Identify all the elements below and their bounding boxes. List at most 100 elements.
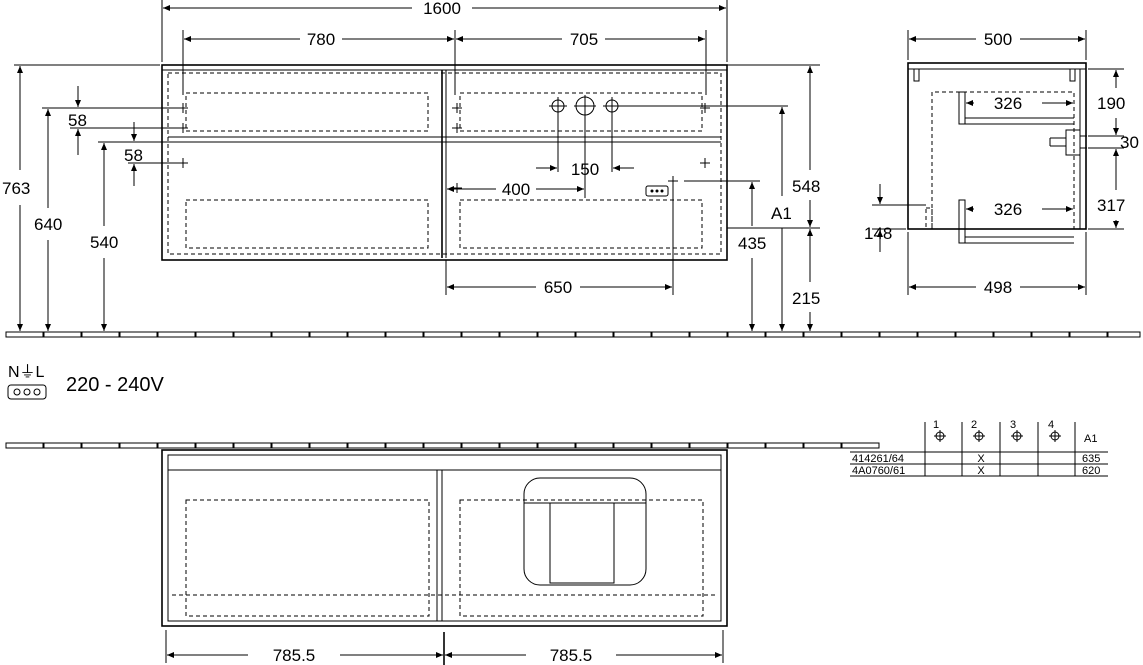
floor-segment (461, 331, 500, 338)
socket-icon (7, 384, 47, 400)
dim-height-548: 548 (792, 177, 820, 196)
front-cabinet-outline (161, 64, 728, 261)
floor-segment (575, 331, 614, 338)
floor-segment (119, 331, 158, 338)
floor-segment (499, 331, 538, 338)
dim-height-540: 540 (90, 233, 118, 252)
side-cabinet-outline (907, 62, 1087, 230)
table-col-1: 1 (933, 419, 939, 431)
table-col-a1: A1 (1084, 433, 1097, 445)
front-view: 1600 780 705 763 640 540 58 58 150 400 6… (2, 0, 820, 331)
dim-height-215: 215 (792, 289, 820, 308)
floor-line (5, 331, 1141, 338)
voltage-label: 220 - 240V (66, 374, 165, 396)
dim-depth-top: 500 (984, 30, 1012, 49)
floor-segment (727, 442, 766, 449)
pipe-connection-icon (549, 95, 621, 117)
electrical-info: N⏚L 220 - 240V (7, 363, 165, 400)
floor-segment (1069, 331, 1108, 338)
dim-height-148: 148 (864, 224, 892, 243)
table-col-2: 2 (971, 419, 977, 431)
dim-height-640: 640 (34, 215, 62, 234)
floor-segment (727, 331, 766, 338)
dim-pipe-spacing: 150 (571, 160, 599, 179)
wall-line (5, 442, 880, 449)
floor-segment (195, 331, 234, 338)
table-row-code: 414261/64 (852, 453, 904, 465)
dim-drawer-offset-mid: 58 (124, 146, 143, 165)
dim-right-half: 785.5 (550, 646, 593, 665)
dim-height-435: 435 (738, 234, 766, 253)
floor-segment (423, 331, 462, 338)
floor-segment (157, 442, 196, 449)
floor-segment (689, 442, 728, 449)
socket-icon (645, 185, 669, 197)
floor-segment (43, 442, 82, 449)
floor-segment (613, 331, 652, 338)
floor-segment (43, 331, 82, 338)
floor-segment (195, 442, 234, 449)
floor-segment (5, 442, 44, 449)
floor-segment (841, 442, 880, 449)
floor-segment (803, 331, 842, 338)
floor-segment (233, 331, 272, 338)
floor-segment (119, 442, 158, 449)
floor-segment (575, 442, 614, 449)
table-col-4: 4 (1048, 419, 1054, 431)
floor-segment (271, 331, 310, 338)
floor-segment (271, 442, 310, 449)
floor-segment (651, 331, 690, 338)
dim-height-30: 30 (1120, 133, 1139, 152)
floor-segment (385, 442, 424, 449)
table-row-code: 4A0760/61 (852, 465, 905, 477)
floor-segment (765, 331, 804, 338)
table-cell-a1: 620 (1082, 465, 1100, 477)
dim-total-height: 763 (2, 179, 30, 198)
floor-segment (157, 331, 196, 338)
floor-segment (879, 331, 918, 338)
floor-segment (841, 331, 880, 338)
side-view: 500 326 326 190 30 317 148 498 (864, 30, 1139, 297)
floor-segment (537, 331, 576, 338)
basin-outline (523, 477, 647, 586)
floor-segment (81, 442, 120, 449)
floor-segment (461, 442, 500, 449)
dim-height-190: 190 (1097, 94, 1125, 113)
floor-segment (537, 442, 576, 449)
floor-segment (423, 442, 462, 449)
dim-depth-bottom: 498 (984, 278, 1012, 297)
floor-segment (803, 442, 842, 449)
floor-segment (955, 331, 994, 338)
floor-segment (993, 331, 1032, 338)
table-cell-a1: 635 (1082, 453, 1100, 465)
dim-left-half: 785.5 (273, 646, 316, 665)
dim-drawer-offset-top: 58 (68, 111, 87, 130)
floor-segment (1031, 331, 1070, 338)
variant-table: 1 2 3 4 A1 414261/64 X 635 4A0760/61 X 6… (850, 419, 1108, 477)
electrical-symbol: N⏚L (8, 363, 45, 381)
floor-segment (689, 331, 728, 338)
floor-segment (651, 442, 690, 449)
dim-height-317: 317 (1097, 196, 1125, 215)
dim-width-650: 650 (544, 278, 572, 297)
floor-segment (309, 442, 348, 449)
floor-segment (81, 331, 120, 338)
floor-segment (499, 442, 538, 449)
top-cabinet-outline (161, 449, 728, 627)
floor-segment (1107, 331, 1141, 338)
floor-segment (5, 331, 44, 338)
table-cell: X (977, 453, 985, 465)
table-cell: X (977, 465, 985, 477)
table-col-3: 3 (1010, 419, 1016, 431)
floor-segment (233, 442, 272, 449)
top-view: 785.5 785.5 (161, 449, 728, 665)
dim-drawer-depth-lower: 326 (994, 200, 1022, 219)
floor-segment (347, 331, 386, 338)
dim-total-width: 1600 (423, 0, 461, 18)
dim-drawer-depth-upper: 326 (994, 94, 1022, 113)
floor-segment (309, 331, 348, 338)
floor-segment (385, 331, 424, 338)
dim-offset-400: 400 (502, 180, 530, 199)
floor-segment (347, 442, 386, 449)
